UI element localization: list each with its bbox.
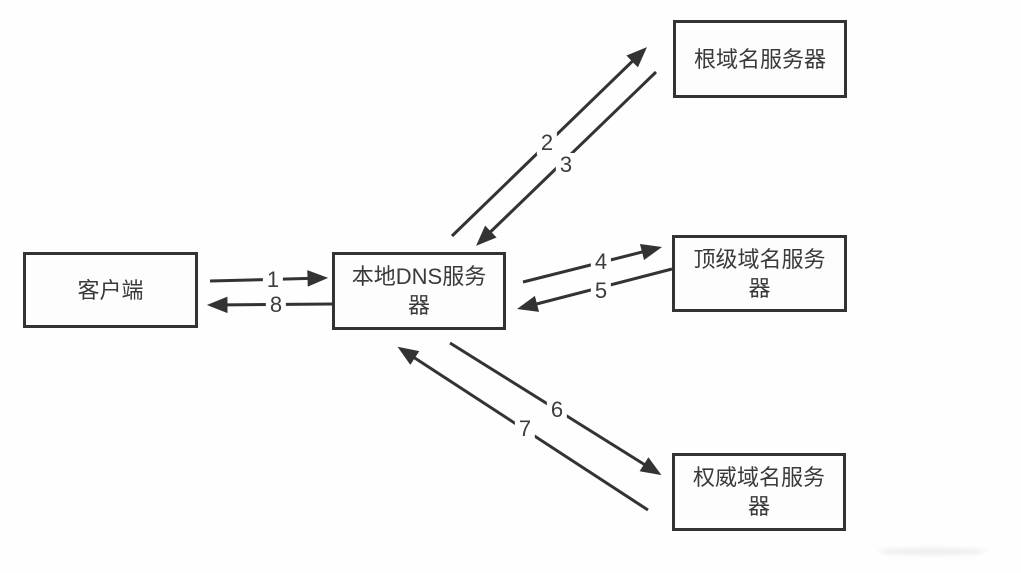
node-root-name-server: 根域名服务器 [673,20,847,98]
node-local-dns-server: 本地DNS服务 器 [332,252,506,330]
node-client: 客户端 [23,252,198,328]
edge-1-step-number: 1 [262,268,284,292]
image-artifact-smudge [878,548,986,555]
edge-7-step-number: 7 [514,417,536,441]
edge-5-step-number: 5 [590,279,612,303]
node-root-name-server-label: 根域名服务器 [693,46,826,72]
edge-6-step-number: 6 [546,398,568,422]
node-client-label: 客户端 [77,277,144,303]
edge-4-arrow [522,244,663,284]
node-authoritative-name-server: 权威域名服务 器 [672,453,846,531]
edge-2-step-number: 2 [536,131,558,155]
node-local-dns-server-label: 本地DNS服务 器 [351,264,487,318]
node-tld-name-server: 顶级域名服务 器 [672,235,847,312]
node-tld-name-server-label: 顶级域名服务 器 [693,246,826,301]
edge-3-step-number: 3 [555,153,577,177]
edge-8-step-number: 8 [265,293,287,317]
edge-4-step-number: 4 [590,250,612,274]
node-authoritative-name-server-label: 权威域名服务 器 [692,465,825,519]
